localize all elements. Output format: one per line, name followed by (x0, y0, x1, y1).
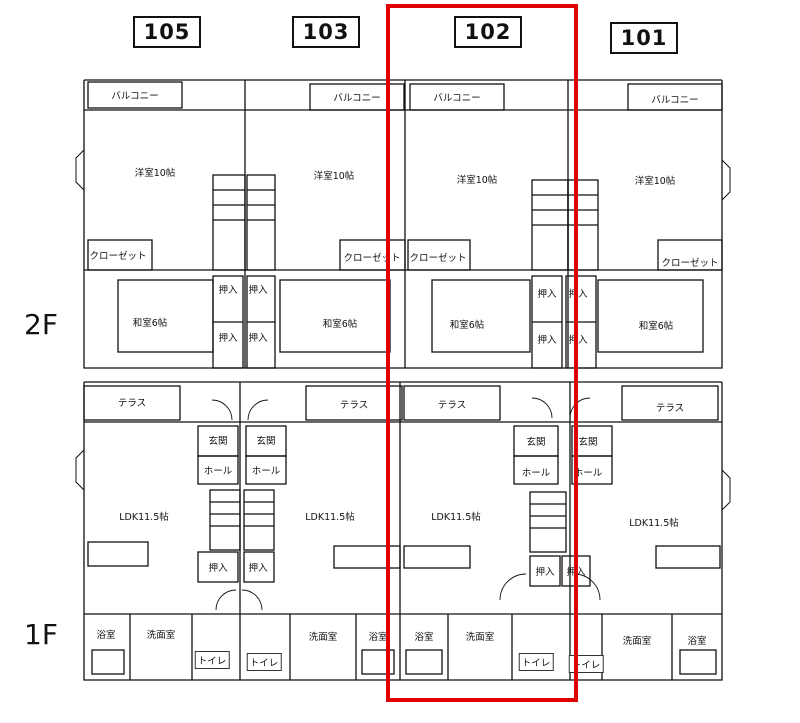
hall-label: ホール (521, 468, 551, 479)
storage-label: 押入 (537, 289, 557, 300)
unit-label-103: 103 (292, 16, 360, 48)
balcony-label: バルコニー (651, 95, 699, 106)
balcony-outline (87, 81, 183, 109)
entrance-label: 玄関 (256, 436, 276, 447)
japanese-room-label: 和室6帖 (132, 318, 168, 329)
closet-label: クローゼット (661, 258, 719, 269)
unit-label-101: 101 (610, 22, 678, 54)
washroom-label: 洗面室 (465, 632, 495, 643)
terrace-label: テラス (655, 403, 685, 414)
storage-label: 押入 (535, 567, 555, 578)
floor-label-2f: 2F (24, 308, 58, 341)
toilet-label: トイレ (194, 651, 230, 669)
entrance-label: 玄関 (578, 437, 598, 448)
washroom-label: 洗面室 (308, 632, 338, 643)
stair (246, 174, 276, 271)
bath-label: 浴室 (96, 630, 116, 641)
western-room-label: 洋室10帖 (134, 168, 176, 179)
japanese-room-label: 和室6帖 (322, 319, 358, 330)
toilet-label: トイレ (518, 653, 554, 671)
ldk-label: LDK11.5帖 (431, 512, 481, 523)
ldk-label: LDK11.5帖 (629, 518, 679, 529)
wall-2f (83, 79, 723, 369)
terrace-label: テラス (437, 400, 467, 411)
entrance-label: 玄関 (208, 436, 228, 447)
storage-label: 押入 (568, 289, 588, 300)
storage-label: 押入 (248, 333, 268, 344)
balcony-label: バルコニー (111, 91, 159, 102)
closet-label: クローゼット (409, 253, 467, 264)
closet-label: クローゼット (89, 251, 147, 262)
wall-1f (83, 381, 723, 681)
entrance-label: 玄関 (526, 437, 546, 448)
storage-label: 押入 (218, 333, 238, 344)
bath-label: 浴室 (687, 636, 707, 647)
ldk-label: LDK11.5帖 (305, 512, 355, 523)
unit-label-102: 102 (454, 16, 522, 48)
bath-label: 浴室 (414, 632, 434, 643)
storage-label: 押入 (218, 285, 238, 296)
balcony-label: バルコニー (333, 93, 381, 104)
storage-label: 押入 (208, 563, 228, 574)
floor-label-1f: 1F (24, 618, 58, 651)
terrace-label: テラス (339, 400, 369, 411)
ldk-label: LDK11.5帖 (119, 512, 169, 523)
western-room-label: 洋室10帖 (313, 171, 355, 182)
storage-label: 押入 (248, 285, 268, 296)
toilet-label: トイレ (246, 653, 282, 671)
bath-label: 浴室 (368, 632, 388, 643)
terrace-label: テラス (117, 398, 147, 409)
hall-label: ホール (573, 468, 603, 479)
western-room-label: 洋室10帖 (456, 175, 498, 186)
western-room-label: 洋室10帖 (634, 176, 676, 187)
storage-label: 押入 (248, 563, 268, 574)
unit-label-105: 105 (133, 16, 201, 48)
selected-unit-highlight (386, 4, 578, 702)
hall-label: ホール (251, 466, 281, 477)
hall-label: ホール (203, 466, 233, 477)
closet-label: クローゼット (343, 253, 401, 264)
washroom-label: 洗面室 (146, 630, 176, 641)
storage-label: 押入 (537, 335, 557, 346)
stair (212, 174, 246, 271)
japanese-room-label: 和室6帖 (449, 320, 485, 331)
storage-label: 押入 (568, 335, 588, 346)
japanese-room-label: 和室6帖 (638, 321, 674, 332)
washroom-label: 洗面室 (622, 636, 652, 647)
balcony-label: バルコニー (433, 93, 481, 104)
